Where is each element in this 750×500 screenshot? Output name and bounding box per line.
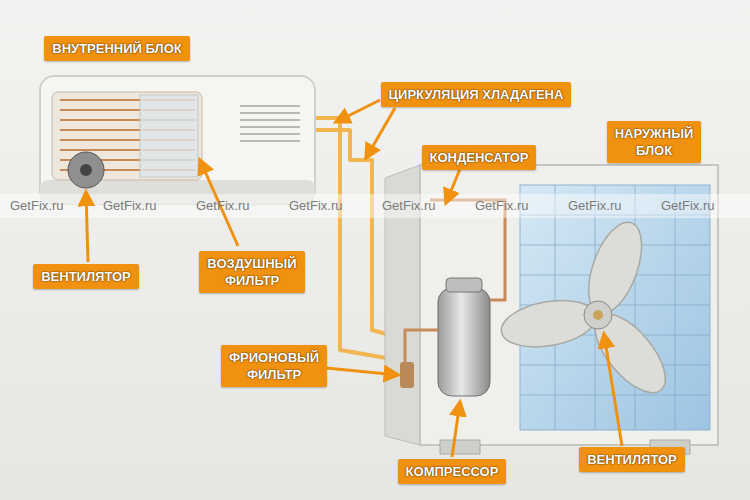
callout-text: КОНДЕНСАТОР (430, 149, 529, 166)
leader-arrows (86, 100, 622, 457)
callout-text: ФРИОНОВЫЙ ФИЛЬТР (229, 349, 319, 383)
callout-box: КОНДЕНСАТОР (422, 145, 537, 170)
watermark: GetFix.ru (103, 198, 156, 214)
callout-text: ВЕНТИЛЯТОР (41, 268, 131, 285)
callout-box: НАРУЖНЫЙ БЛОК (607, 121, 702, 163)
callout-text: КОМПРЕССОР (406, 463, 499, 480)
callout-box: КОМПРЕССОР (398, 459, 507, 484)
callout-text: ВНУТРЕННИЙ БЛОК (52, 40, 181, 57)
callout-box: ФРИОНОВЫЙ ФИЛЬТР (221, 345, 327, 387)
callout-text: ВЕНТИЛЯТОР (587, 451, 677, 468)
callout-box: ВЕНТИЛЯТОР (33, 264, 139, 289)
callout-box: ВОЗДУШНЫЙ ФИЛЬТР (199, 251, 304, 293)
watermark: GetFix.ru (196, 198, 249, 214)
watermark: GetFix.ru (289, 198, 342, 214)
watermark: GetFix.ru (382, 198, 435, 214)
watermark: GetFix.ru (661, 198, 714, 214)
watermark: GetFix.ru (568, 198, 621, 214)
watermark: GetFix.ru (475, 198, 528, 214)
callout-text: ВОЗДУШНЫЙ ФИЛЬТР (207, 255, 296, 289)
callout-box: ЦИРКУЛЯЦИЯ ХЛАДАГЕНА (381, 82, 572, 107)
callout-box: ВЕНТИЛЯТОР (579, 447, 685, 472)
callout-box: ВНУТРЕННИЙ БЛОК (44, 36, 189, 61)
indoor-unit (40, 76, 315, 204)
callout-text: НАРУЖНЫЙ БЛОК (615, 125, 694, 159)
watermark-band (0, 194, 750, 218)
callout-text: ЦИРКУЛЯЦИЯ ХЛАДАГЕНА (389, 86, 564, 103)
watermark: GetFix.ru (10, 198, 63, 214)
